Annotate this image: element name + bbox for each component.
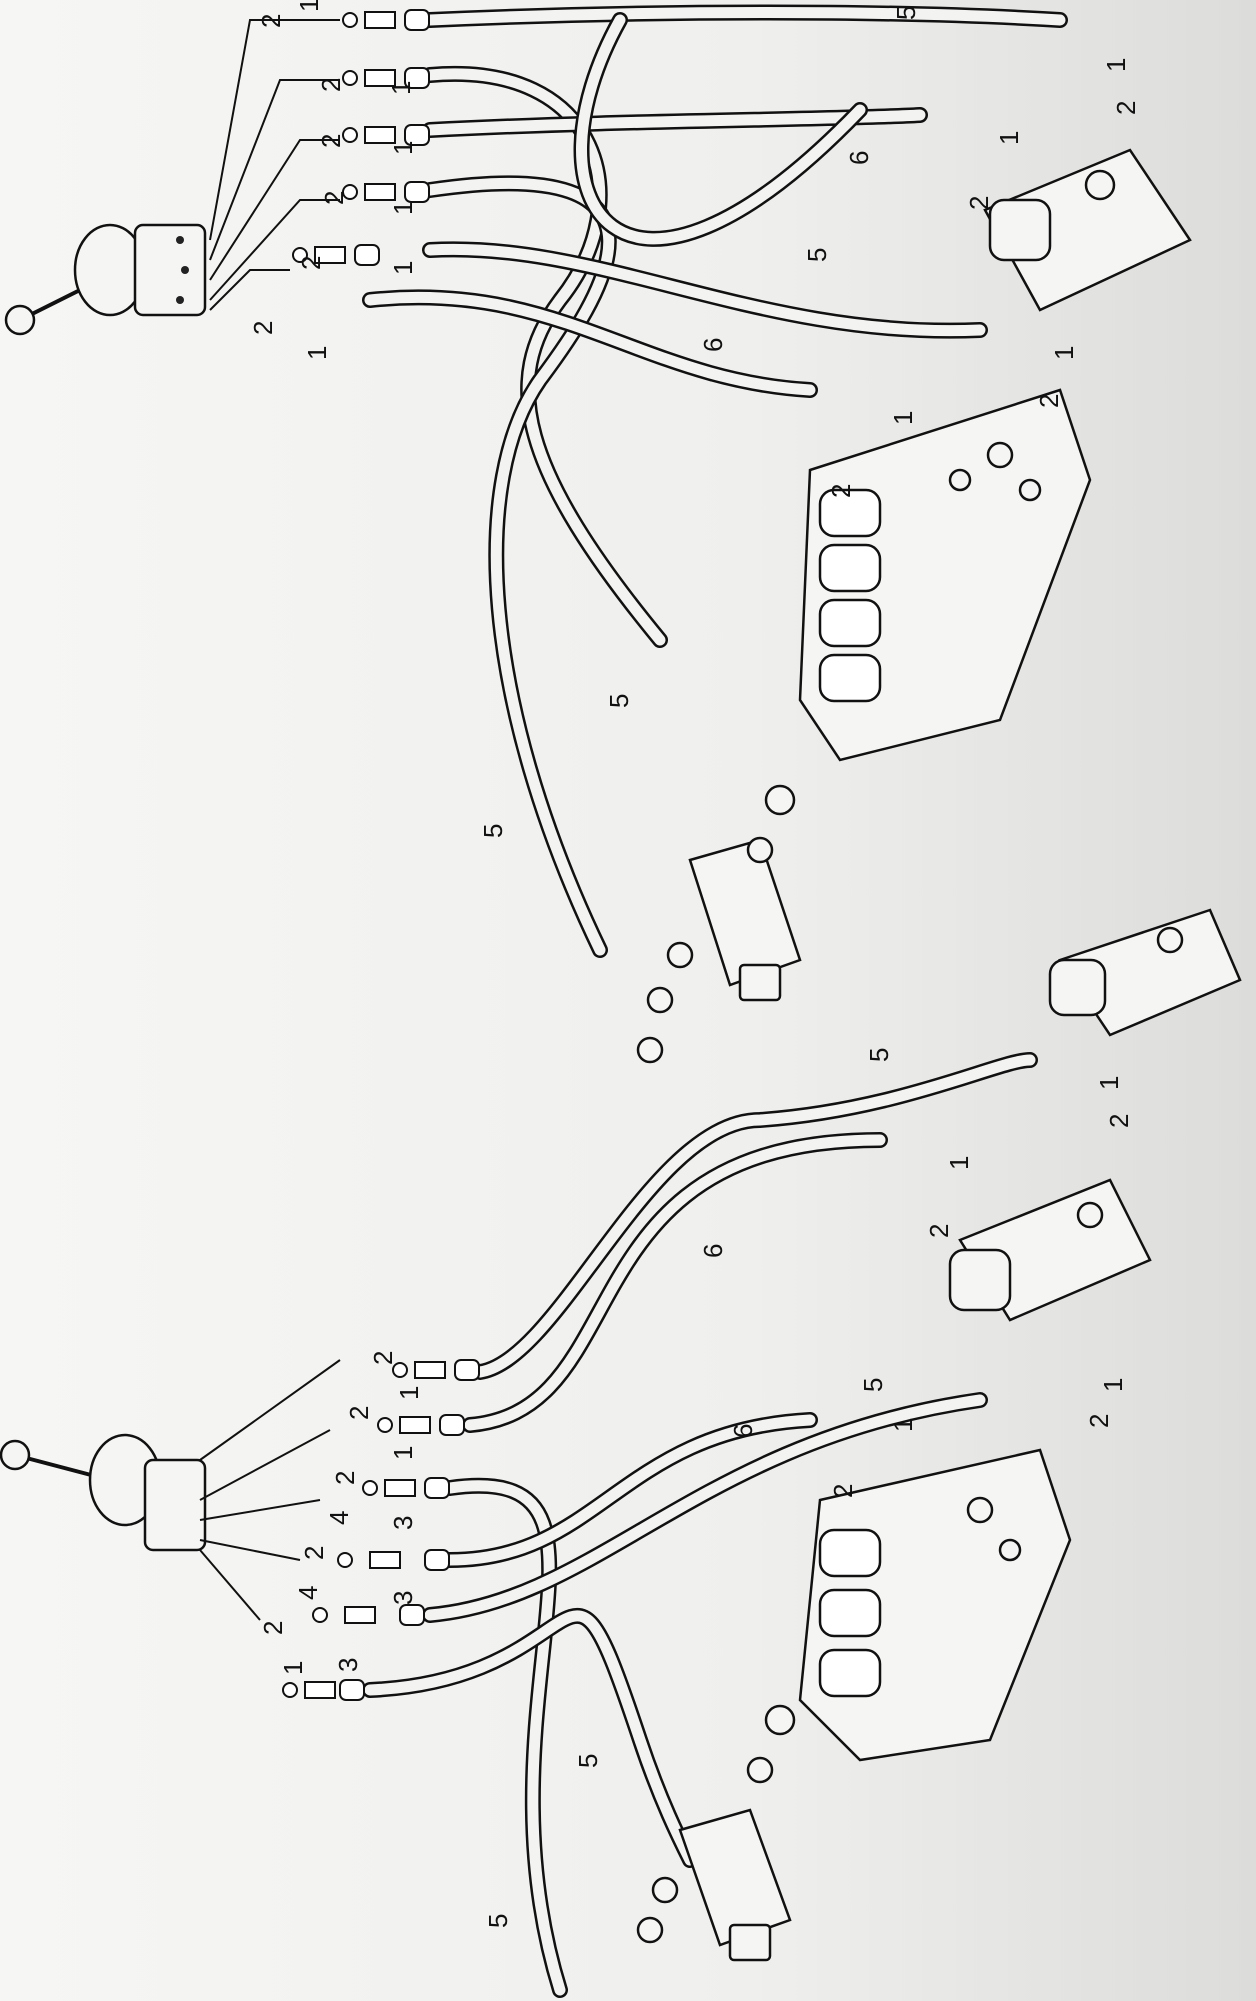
single-spool-valve-bottom [948,1178,1152,1322]
callout: 5 [864,1048,894,1062]
relief-valve-block-top [636,784,802,1064]
callout: 1 [278,1661,308,1675]
callout: 5 [478,824,508,838]
top-joystick [4,19,340,336]
bottom-joystick [0,1359,341,1621]
callout: 2 [924,1224,954,1238]
relief-valve-block-bottom [636,1704,796,1962]
callout: 1 [302,346,332,360]
multi-spool-valve-top [798,388,1092,762]
callout: 2 [1034,394,1064,408]
callout: 1 [1098,1378,1128,1392]
callout: 2 [256,14,286,28]
callout: 1 [294,0,324,12]
callout: 6 [844,151,874,165]
callout: 6 [728,1424,758,1438]
callout: 2 [1084,1414,1114,1428]
callout: 1 [1101,58,1131,72]
callout: 2 [330,1471,360,1485]
top-hoses [362,4,1068,958]
callout: 2 [299,1546,329,1560]
callout: 3 [388,1516,418,1530]
callout: 1 [386,81,416,95]
callout: 2 [828,1484,858,1498]
callout: 2 [319,191,349,205]
callout: 5 [891,6,921,20]
callout: 1 [1094,1076,1124,1090]
callout: 1 [888,1418,918,1432]
top-callouts: 1 2 5 1 2 2 1 6 1 2 2 1 2 1 5 2 1 6 1 2 … [248,0,1141,838]
callout: 2 [258,1621,288,1635]
callout: 6 [698,338,728,352]
callout: 1 [388,1446,418,1460]
multi-spool-valve-bottom [798,1448,1072,1762]
callout: 4 [293,1586,323,1600]
callout: 5 [573,1754,603,1768]
callout: 1 [394,1386,424,1400]
detached-valve [1048,908,1242,1037]
callout: 5 [858,1378,888,1392]
callout: 5 [604,694,634,708]
callout: 2 [368,1351,398,1365]
joystick-knob-icon [0,1439,31,1471]
callout: 1 [994,131,1024,145]
callout: 1 [1049,346,1079,360]
single-spool-valve-top [983,148,1192,312]
top-fittings [292,9,430,266]
callout: 2 [296,256,326,270]
top-assembly [4,4,1192,1064]
callout: 2 [344,1406,374,1420]
bottom-fittings [282,1359,480,1701]
callout: 1 [888,411,918,425]
joystick-knob-icon [4,304,36,336]
callout: 3 [333,1658,363,1672]
callout: 5 [802,248,832,262]
callout: 4 [324,1511,354,1525]
callout: 3 [388,1591,418,1605]
callout: 2 [826,484,856,498]
callout: 1 [388,261,418,275]
bottom-assembly [0,1052,1152,1998]
callout: 1 [944,1156,974,1170]
bottom-callouts: 5 1 2 6 1 2 2 1 2 1 2 4 3 5 1 2 6 1 2 2 … [258,1048,1134,1928]
callout: 2 [316,134,346,148]
callout: 5 [483,1914,513,1928]
callout: 2 [964,196,994,210]
bottom-hoses [362,1052,1038,1998]
callout: 2 [316,78,346,92]
callout: 2 [1104,1114,1134,1128]
callout: 2 [248,321,278,335]
callout: 6 [698,1244,728,1258]
callout: 1 [388,141,418,155]
callout: 2 [1111,101,1141,115]
callout: 1 [388,201,418,215]
